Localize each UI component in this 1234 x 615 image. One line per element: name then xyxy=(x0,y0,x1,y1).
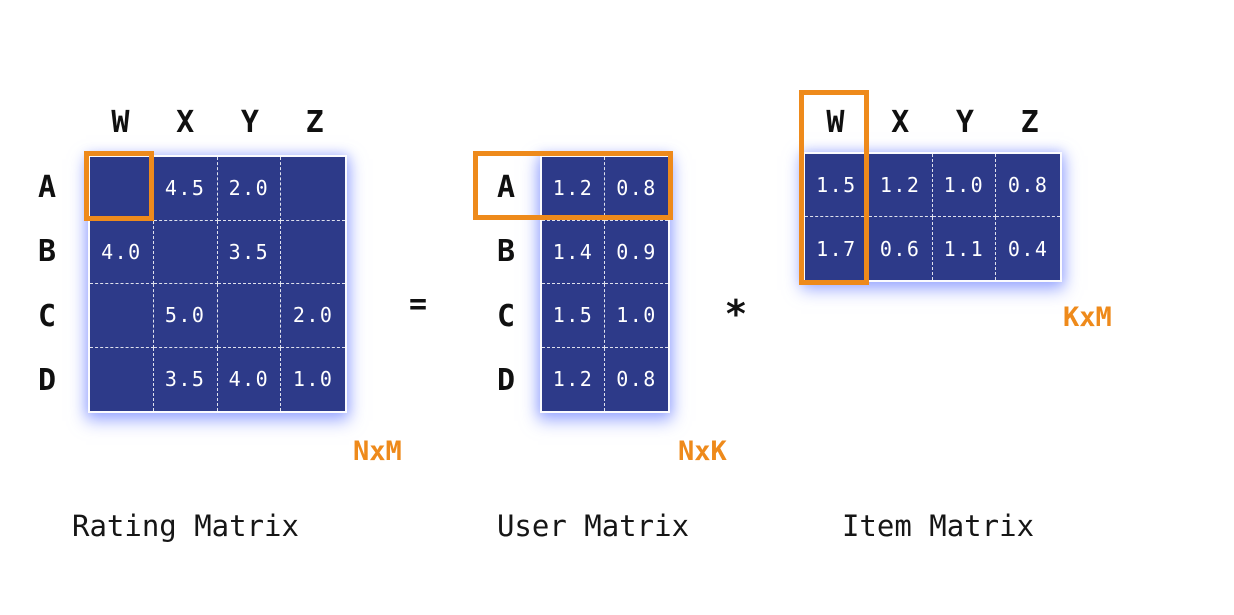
matrix-cell: 1.0 xyxy=(932,154,997,217)
matrix-cell: 1.4 xyxy=(542,220,605,284)
matrix-cell: 1.1 xyxy=(933,217,997,280)
rating-row-header-b: B xyxy=(37,234,57,270)
matrix-cell: 0.4 xyxy=(1007,236,1049,261)
user-highlight-box xyxy=(473,151,673,220)
rating-col-header-y: Y xyxy=(240,104,259,140)
item-column-headers: W X Y Z xyxy=(803,100,1062,144)
rating-row-header-a: A xyxy=(37,169,57,205)
rating-dimension-label: NxM xyxy=(353,436,402,467)
matrix-cell: 2.0 xyxy=(281,284,345,348)
matrix-cell xyxy=(281,157,345,221)
rating-highlight-box xyxy=(84,151,154,221)
matrix-cell xyxy=(90,284,154,348)
matrix-cell: 0.8 xyxy=(996,154,1060,217)
rating-row-headers: A B C D xyxy=(22,155,72,413)
matrix-cell: 0.8 xyxy=(616,367,657,392)
user-matrix-title: User Matrix xyxy=(496,509,690,543)
matrix-cell: 1.0 xyxy=(605,284,668,348)
item-col-header-z: Z xyxy=(1020,104,1039,140)
rating-matrix-title: Rating Matrix xyxy=(72,509,299,543)
matrix-cell: 3.5 xyxy=(154,347,218,411)
matrix-cell xyxy=(281,221,345,284)
matrix-cell: 0.8 xyxy=(605,157,668,221)
matrix-cell: 1.0 xyxy=(292,367,334,392)
matrix-cell: 1.2 xyxy=(542,157,605,221)
matrix-cell xyxy=(217,284,282,348)
user-dimension-label: NxK xyxy=(678,436,727,467)
item-col-header-w: W xyxy=(826,104,845,140)
matrix-cell: 2.0 xyxy=(217,157,282,221)
rating-row-header-d: D xyxy=(37,363,57,399)
user-matrix-grid: 1.2 0.8 1.4 0.9 1.5 1.0 1.2 0.8 xyxy=(540,155,670,413)
matrix-cell: 1.2 xyxy=(868,154,933,217)
rating-row-header-c: C xyxy=(37,298,57,334)
matrix-cell: 4.0 xyxy=(218,347,282,411)
multiply-operator: * xyxy=(724,292,748,336)
user-row-header-c: C xyxy=(496,298,516,334)
rating-column-headers: W X Y Z xyxy=(88,100,347,144)
item-col-header-y: Y xyxy=(955,104,974,140)
matrix-cell: 5.0 xyxy=(153,284,218,348)
item-matrix-title: Item Matrix xyxy=(841,509,1035,543)
user-row-headers: A B C D xyxy=(481,155,531,413)
user-row-header-d: D xyxy=(496,363,516,399)
user-row-header-a: A xyxy=(496,169,516,205)
matrix-cell: 0.9 xyxy=(605,221,668,284)
item-col-header-x: X xyxy=(891,104,910,140)
rating-matrix-grid: 4.5 2.0 4.0 3.5 5.0 2.0 3.5 4.0 1.0 xyxy=(88,155,347,413)
matrix-cell: 1.5 xyxy=(542,284,605,348)
rating-col-header-x: X xyxy=(176,104,195,140)
matrix-cell: 1.2 xyxy=(542,347,605,411)
rating-col-header-z: Z xyxy=(305,104,324,140)
equals-operator: = xyxy=(408,287,428,322)
matrix-cell: 3.5 xyxy=(217,220,282,284)
rating-col-header-w: W xyxy=(111,104,130,140)
user-row-header-b: B xyxy=(496,234,516,270)
item-dimension-label: KxM xyxy=(1063,302,1112,333)
item-highlight-box xyxy=(799,90,869,285)
matrix-cell: 4.5 xyxy=(153,157,218,221)
matrix-cell xyxy=(153,220,218,284)
matrix-cell: 0.6 xyxy=(869,217,933,280)
matrix-cell xyxy=(90,347,154,411)
matrix-cell: 4.0 xyxy=(90,220,154,284)
